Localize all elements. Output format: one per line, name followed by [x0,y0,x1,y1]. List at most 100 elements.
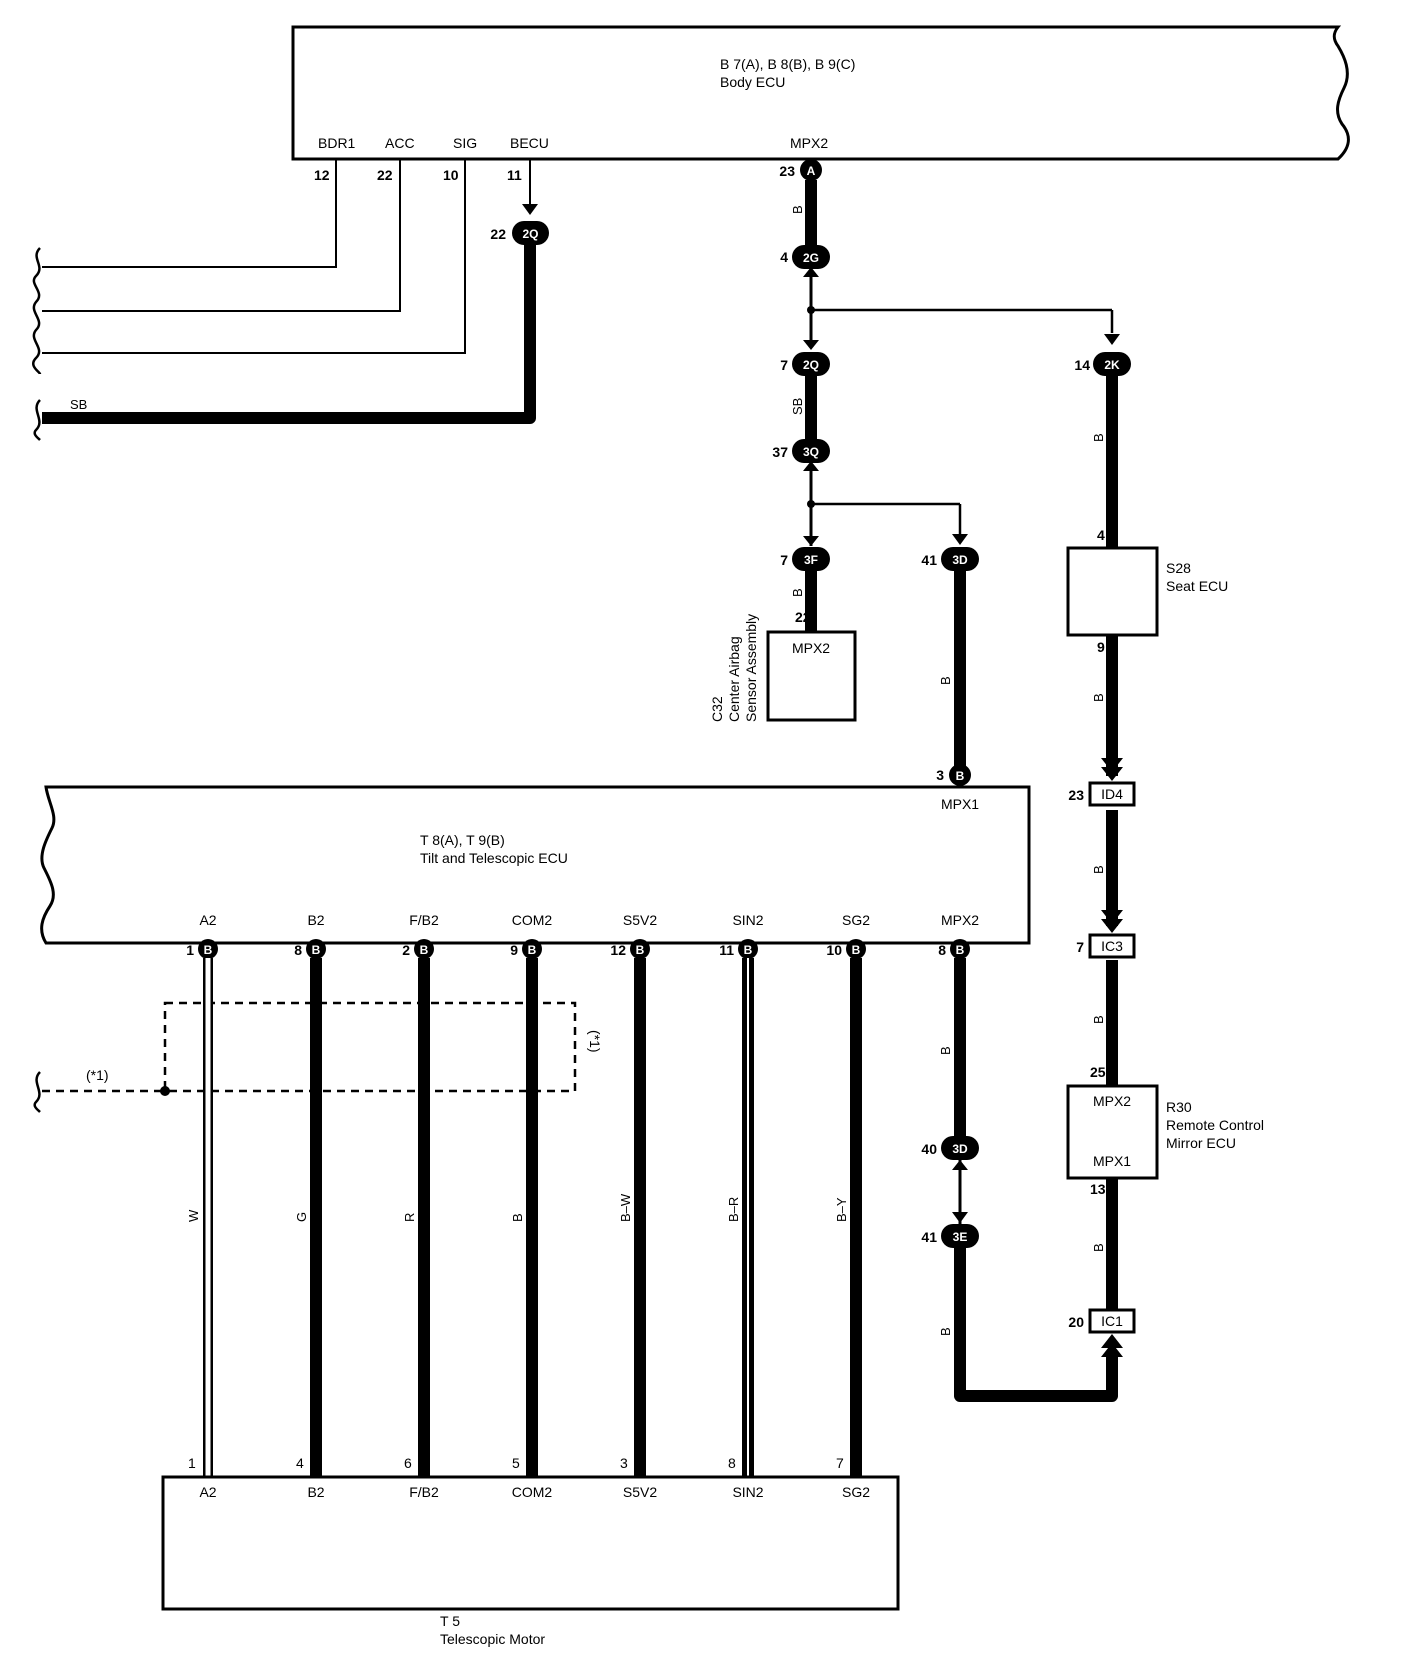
tilt-term-4: S5V2 [623,912,657,928]
pin-sig: 10 [443,167,459,183]
motor-pin-3: 5 [512,1455,520,1471]
svg-text:S28: S28 [1166,560,1191,576]
connector-3e: 3E 41 [921,1224,979,1248]
svg-text:Sensor Assembly: Sensor Assembly [743,614,759,722]
wc-ic3-mirror: B [1091,1015,1106,1024]
tilt-term-2: F/B2 [409,912,439,928]
connector-2g: 2G 4 [780,245,830,269]
motor-term-4: S5V2 [623,1484,657,1500]
svg-text:4: 4 [780,249,788,265]
tilt-pin-6: 10 [826,942,842,958]
arrow-2k [1104,334,1120,345]
arrow-3q [803,461,819,471]
motor-pin-0: 1 [188,1455,196,1471]
connector-2k: 2K 14 [1074,352,1131,376]
seat-ecu: 4 9 S28 Seat ECU [1066,527,1228,655]
arrow-3e [952,1212,968,1223]
tilt-pin-connector-7: B [950,939,970,959]
motor-pin-4: 3 [620,1455,628,1471]
motor-pin-2: 6 [404,1455,412,1471]
svg-text:2Q: 2Q [803,358,819,372]
tilt-ecu-box [40,785,1031,945]
motor-term-5: SIN2 [732,1484,763,1500]
tilt-terminals: A2B1WB2B8GF/B2B2RCOM2B9BS5V2B12B–WSIN2B1… [186,912,979,1477]
svg-text:MPX2: MPX2 [1093,1093,1131,1109]
svg-text:23: 23 [779,163,795,179]
wire-bdr1 [42,159,337,268]
wire-color-5: B–R [726,1197,741,1222]
pin-acc: 22 [377,167,393,183]
tilt-pin-connector-0: B [198,939,218,959]
arrow-3f [803,536,819,546]
svg-text:41: 41 [921,552,937,568]
tilt-term-6: SG2 [842,912,870,928]
body-ecu-name: Body ECU [720,74,785,90]
body-ecu: B 7(A), B 8(B), B 9(C) Body ECU BDR1 ACC… [291,25,1350,183]
svg-text:IC1: IC1 [1101,1313,1123,1329]
mpx-chain [805,159,1118,1310]
svg-text:3D: 3D [952,553,968,567]
wc-3f-c32: B [790,588,805,597]
wire-color-2: R [402,1213,417,1222]
tilt-term-0: A2 [199,912,216,928]
tilt-pin-1: 8 [294,942,302,958]
svg-text:3F: 3F [804,553,818,567]
connector-3q: 3Q 37 [772,439,830,463]
svg-text:13: 13 [1090,1181,1106,1197]
svg-text:41: 41 [921,1229,937,1245]
tilt-term-1: B2 [307,912,324,928]
tilt-pin-0: 1 [186,942,194,958]
connector-3d-top: 3D 41 [921,547,979,571]
wire-color-4: B–W [618,1193,633,1222]
svg-text:MPX1: MPX1 [941,796,979,812]
svg-text:22: 22 [490,226,506,242]
connector-ic3: IC3 7 [1076,933,1136,959]
svg-text:23: 23 [1068,787,1084,803]
shield-outline [42,1001,577,1093]
wire-acc [42,159,401,312]
connector-body-a: A 23 [779,159,822,181]
wc-tilt-mpx2-3d: B [938,1046,953,1055]
wc-2q-3q: SB [790,398,805,415]
motor-term-3: COM2 [512,1484,553,1500]
svg-text:2Q: 2Q [522,227,538,241]
svg-text:C32: C32 [709,696,725,722]
svg-text:22: 22 [795,609,811,625]
svg-text:3D: 3D [952,1142,968,1156]
mirror-ecu: MPX2 MPX1 25 13 R30 Remote Control Mirro… [1066,1064,1264,1197]
term-mpx2-body: MPX2 [790,135,828,151]
break-mark-left-sb [33,399,41,441]
tilt-term-5: SIN2 [732,912,763,928]
connector-tilt-mpx1: B 3 [936,764,971,786]
connector-ic1: IC1 20 [1068,1308,1136,1334]
svg-text:B: B [636,943,645,957]
svg-text:B: B [956,943,965,957]
pin-bdr1: 12 [314,167,330,183]
motor-pin-1: 4 [296,1455,304,1471]
svg-text:7: 7 [1076,939,1084,955]
body-ecu-ref: B 7(A), B 8(B), B 9(C) [720,56,855,72]
wc-mirror-ic1: B [1091,1243,1106,1252]
arrow-3d-bot [952,1160,968,1170]
wire-color-sb-left: SB [70,397,87,412]
svg-text:20: 20 [1068,1314,1084,1330]
svg-text:4: 4 [1097,527,1105,543]
wire-sb [42,244,536,424]
tilt-pin-connector-6: B [846,939,866,959]
motor-term-0: A2 [199,1484,216,1500]
tilt-pin-connector-1: B [306,939,326,959]
tilt-pin-2: 2 [402,942,410,958]
motor-term-1: B2 [307,1484,324,1500]
svg-text:MPX1: MPX1 [1093,1153,1131,1169]
svg-text:Remote Control: Remote Control [1166,1117,1264,1133]
double-arrow-ic3 [1101,910,1123,933]
motor-term-6: SG2 [842,1484,870,1500]
svg-text:IC3: IC3 [1101,938,1123,954]
wire-sig [42,159,466,354]
svg-text:B: B [956,769,965,783]
svg-text:T 8(A), T 9(B): T 8(A), T 9(B) [420,832,505,848]
svg-text:T 5: T 5 [440,1613,460,1629]
svg-text:7: 7 [780,552,788,568]
tilt-pin-connector-4: B [630,939,650,959]
